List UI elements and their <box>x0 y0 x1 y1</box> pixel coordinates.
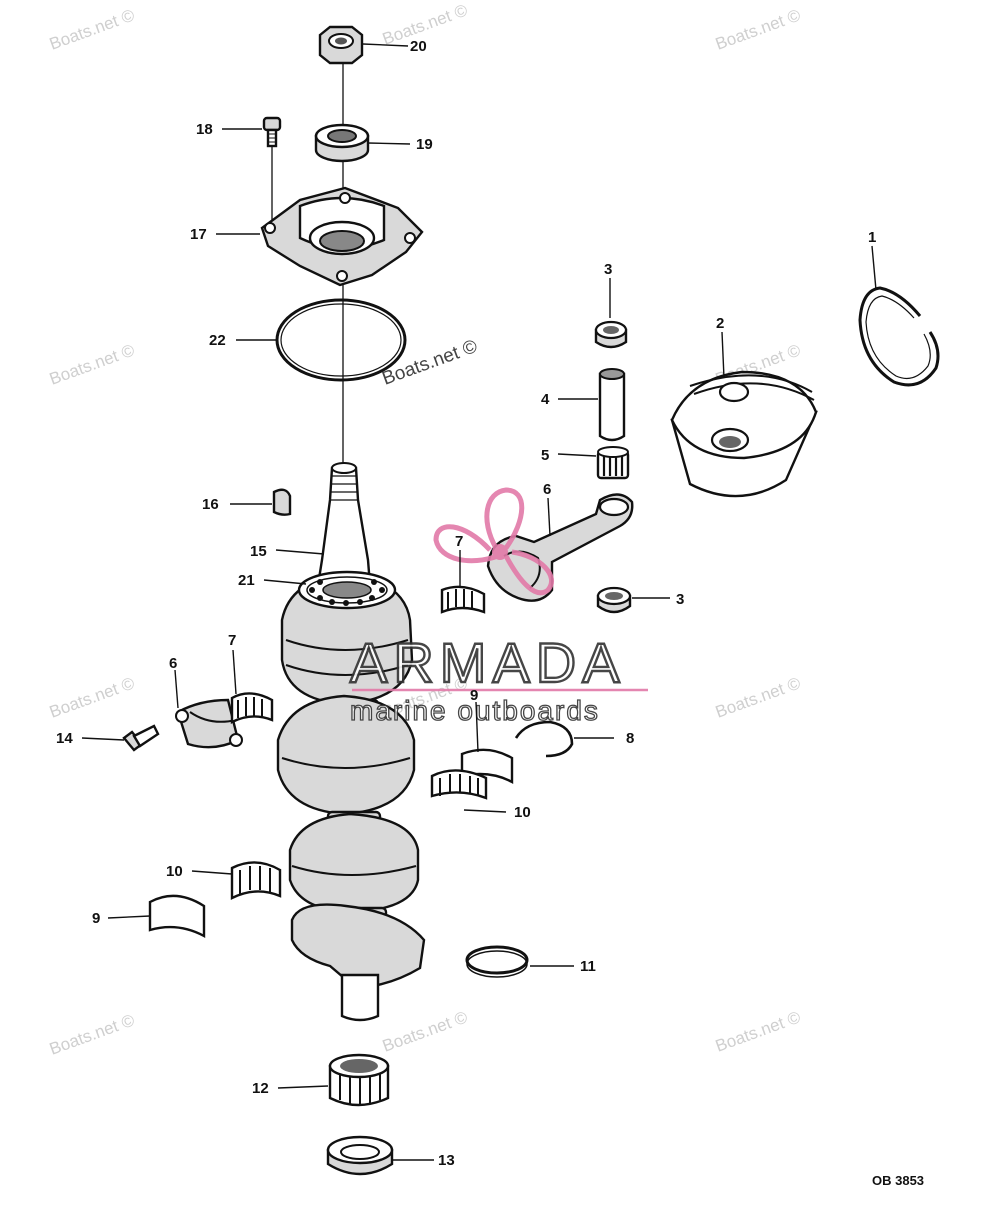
callout-8: 8 <box>626 730 634 747</box>
callout-12: 12 <box>252 1080 269 1097</box>
part-22-o-ring[interactable] <box>275 298 407 382</box>
part-9-bearing-race-left[interactable] <box>148 894 206 939</box>
callout-3: 3 <box>676 591 684 608</box>
part-7-needle-bearing[interactable] <box>230 692 274 724</box>
callout-5: 5 <box>541 447 549 464</box>
callout-2: 2 <box>716 315 724 332</box>
part-13-seal[interactable] <box>326 1135 394 1176</box>
part-3-bushing-lower[interactable] <box>596 586 632 614</box>
part-10-bearing-left[interactable] <box>230 861 282 900</box>
callout-10: 10 <box>166 863 183 880</box>
brand-name: ARMADA <box>350 631 626 694</box>
callout-1: 1 <box>868 229 876 246</box>
callout-17: 17 <box>190 226 207 243</box>
part-17-upper-end-cap[interactable] <box>260 186 424 287</box>
part-2-piston[interactable] <box>670 370 818 498</box>
part-7-needle-bearing-right[interactable] <box>440 585 486 614</box>
callout-4: 4 <box>541 391 550 408</box>
callout-10: 10 <box>514 804 531 821</box>
callout-14: 14 <box>56 730 73 747</box>
callout-18: 18 <box>196 121 213 138</box>
callout-3: 3 <box>604 261 612 278</box>
part-4-wrist-pin[interactable] <box>598 368 626 442</box>
part-19-seal[interactable] <box>314 123 370 163</box>
part-8-retaining-ring[interactable] <box>514 720 574 758</box>
part-1-piston-ring[interactable] <box>858 286 940 387</box>
watermark: Boats.net © <box>713 1007 804 1055</box>
part-3-bushing[interactable] <box>594 320 628 349</box>
part-18-bolt[interactable] <box>262 116 282 148</box>
callout-labels: 1 2 3 3 4 5 6 6 7 7 8 9 9 10 10 11 12 13… <box>56 38 876 1169</box>
part-14-screw[interactable] <box>122 724 160 752</box>
part-12-roller-bearing[interactable] <box>328 1053 390 1107</box>
callout-11: 11 <box>580 958 596 975</box>
part-11-retaining-ring[interactable] <box>465 945 529 978</box>
part-10-bearing[interactable] <box>430 769 488 800</box>
callout-6: 6 <box>169 655 177 672</box>
brand-logo: ARMADA marine outboards <box>349 487 648 727</box>
callout-21: 21 <box>238 572 255 589</box>
leader-lines <box>81 43 877 1161</box>
watermark: Boats.net © <box>713 5 804 53</box>
catalog-code: OB 3853 <box>872 1173 924 1188</box>
watermark: Boats.net © <box>47 340 138 388</box>
watermark: Boats.net © <box>47 673 138 721</box>
part-15-crankshaft[interactable] <box>276 462 426 1022</box>
callout-16: 16 <box>202 496 219 513</box>
callout-20: 20 <box>410 38 427 55</box>
part-20-nut[interactable] <box>318 25 364 65</box>
part-6-connecting-rod[interactable] <box>486 493 634 602</box>
brand-tagline: marine outboards <box>350 695 600 726</box>
watermark: Boats.net © <box>47 1010 138 1058</box>
propeller-icon <box>433 487 555 596</box>
callout-9: 9 <box>92 910 100 927</box>
watermark: Boats.net © <box>47 5 138 53</box>
callout-13: 13 <box>438 1152 455 1169</box>
callout-7: 7 <box>455 533 463 550</box>
part-5-needle-bearing[interactable] <box>596 446 630 480</box>
callout-6: 6 <box>543 481 551 498</box>
watermark: Boats.net © <box>713 673 804 721</box>
watermark: Boats.net © <box>380 1007 471 1055</box>
callout-15: 15 <box>250 543 267 560</box>
part-16-key[interactable] <box>272 488 292 516</box>
callout-9: 9 <box>470 687 478 704</box>
callout-7: 7 <box>228 632 236 649</box>
callout-19: 19 <box>416 136 433 153</box>
callout-22: 22 <box>209 332 226 349</box>
